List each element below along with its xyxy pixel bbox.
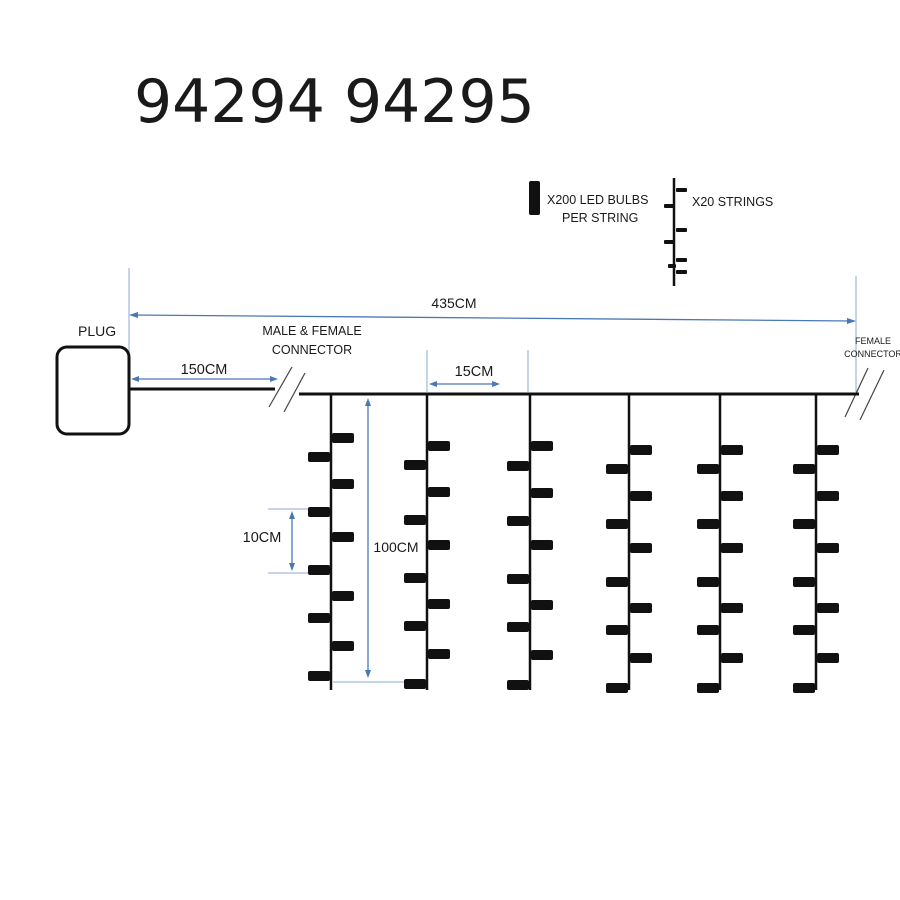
led-bulb (606, 683, 628, 693)
led-bulb (332, 433, 354, 443)
led-bulb (793, 625, 815, 635)
lead-length-dimension (131, 376, 278, 382)
led-bulb (697, 577, 719, 587)
led-bulb (817, 445, 839, 455)
led-bulb (404, 515, 426, 525)
led-bulb (531, 540, 553, 550)
light-strings (308, 394, 839, 693)
light-string-5 (697, 394, 743, 693)
bulb-spacing-label: 10CM (243, 530, 282, 546)
male-female-connector-label-line2: CONNECTOR (272, 343, 352, 357)
led-bulb (404, 573, 426, 583)
led-bulb (793, 577, 815, 587)
led-bulb (404, 460, 426, 470)
led-bulb (531, 488, 553, 498)
drop-length-dimension (365, 398, 371, 678)
led-bulb (332, 479, 354, 489)
string-legend-icon (664, 178, 687, 286)
led-bulb (630, 445, 652, 455)
light-string-3 (507, 394, 553, 690)
led-bulb (630, 543, 652, 553)
plug-label: PLUG (78, 323, 116, 339)
led-bulb (507, 574, 529, 584)
legend-bulbs-line2: PER STRING (562, 211, 638, 225)
female-connector-label-line2: CONNECTOR (844, 349, 900, 359)
light-string-4 (606, 394, 652, 693)
led-bulb (630, 653, 652, 663)
led-bulb (404, 621, 426, 631)
led-bulb (332, 532, 354, 542)
led-bulb (817, 543, 839, 553)
string-spacing-label: 15CM (455, 364, 494, 380)
led-bulb (630, 491, 652, 501)
led-bulb (428, 441, 450, 451)
led-bulb (630, 603, 652, 613)
legend-bulbs-line1: X200 LED BULBS (547, 193, 648, 207)
light-string-6 (793, 394, 839, 693)
led-bulb (428, 599, 450, 609)
led-bulb (697, 625, 719, 635)
led-bulb (606, 519, 628, 529)
led-bulb (531, 441, 553, 451)
led-bulb (721, 603, 743, 613)
led-bulb (721, 445, 743, 455)
led-bulb (332, 641, 354, 651)
led-bulb (606, 577, 628, 587)
led-bulb (721, 653, 743, 663)
led-bulb (507, 461, 529, 471)
light-string-1 (308, 394, 354, 690)
led-bulb (697, 464, 719, 474)
led-bulb (308, 671, 330, 681)
plug-icon (55, 345, 131, 436)
led-bulb (507, 680, 529, 690)
led-bulb (428, 649, 450, 659)
drop-length-label: 100CM (373, 539, 418, 555)
led-bulb (332, 591, 354, 601)
led-bulb (793, 464, 815, 474)
bulb-legend-icon (529, 181, 540, 215)
led-bulb (404, 679, 426, 689)
light-string-2 (404, 394, 450, 690)
led-bulb (507, 622, 529, 632)
male-female-connector-label-line1: MALE & FEMALE (262, 324, 361, 338)
led-bulb (721, 543, 743, 553)
led-bulb (697, 683, 719, 693)
led-bulb (817, 491, 839, 501)
female-connector-label-line1: FEMALE (855, 336, 891, 346)
led-bulb (721, 491, 743, 501)
led-bulb (428, 487, 450, 497)
led-bulb (817, 653, 839, 663)
led-bulb (308, 507, 330, 517)
led-bulb (531, 650, 553, 660)
led-bulb (793, 683, 815, 693)
led-bulb (606, 625, 628, 635)
led-bulb (308, 452, 330, 462)
legend-strings-label: X20 STRINGS (692, 195, 773, 209)
led-bulb (428, 540, 450, 550)
led-bulb (817, 603, 839, 613)
string-spacing-dimension (429, 381, 500, 387)
lead-length-label: 150CM (181, 362, 228, 378)
led-bulb (697, 519, 719, 529)
led-bulb (507, 516, 529, 526)
led-bulb (308, 565, 330, 575)
total-length-dimension (129, 312, 856, 324)
led-bulb (308, 613, 330, 623)
led-bulb (531, 600, 553, 610)
total-length-label: 435CM (431, 295, 476, 311)
product-title: 94294 94295 (134, 67, 535, 137)
led-bulb (606, 464, 628, 474)
connector-break-left (268, 366, 306, 413)
bulb-spacing-dimension (289, 511, 295, 571)
led-bulb (793, 519, 815, 529)
